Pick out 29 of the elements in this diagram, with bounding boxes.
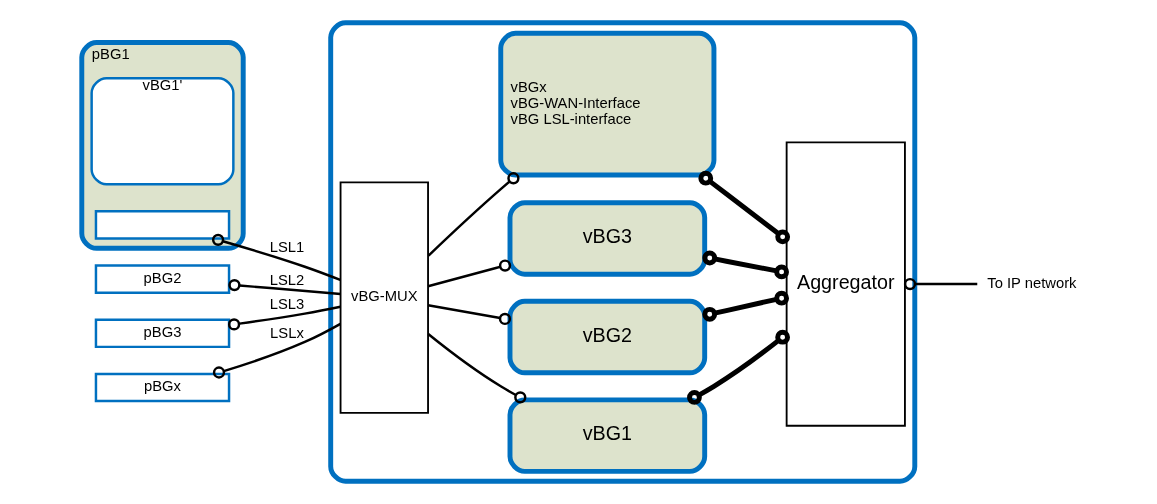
node-box: vBGx vBG-WAN-Interface vBG LSL-interface	[497, 30, 716, 178]
connector	[426, 333, 526, 404]
node-box: vBG1'	[89, 77, 235, 186]
connector	[212, 322, 341, 379]
node-box: Aggregator	[785, 141, 906, 427]
connector	[227, 278, 341, 296]
connector	[427, 304, 511, 326]
node-box: pBG2	[94, 264, 230, 294]
node-text: To IP network	[986, 274, 1076, 291]
connector	[686, 329, 790, 405]
connector	[427, 172, 520, 257]
connector	[701, 290, 789, 322]
edge-label: LSL1	[269, 238, 304, 255]
edge-label: LSLx	[269, 324, 304, 341]
connector	[903, 277, 977, 291]
node-box: vBG-MUX	[339, 181, 429, 414]
connector	[697, 170, 790, 245]
node-box: vBG3	[507, 200, 707, 277]
connector	[227, 305, 341, 331]
node-box: vBG1	[507, 397, 707, 474]
node-box	[94, 210, 230, 240]
connector	[427, 259, 511, 288]
connector	[701, 250, 789, 280]
node-box: vBG2	[507, 298, 707, 376]
edge-label: LSL2	[269, 271, 304, 288]
connector	[211, 233, 341, 282]
node-box: pBG3	[94, 318, 230, 349]
edge-label: LSL3	[269, 296, 304, 313]
node-box: pBGx	[94, 372, 230, 403]
